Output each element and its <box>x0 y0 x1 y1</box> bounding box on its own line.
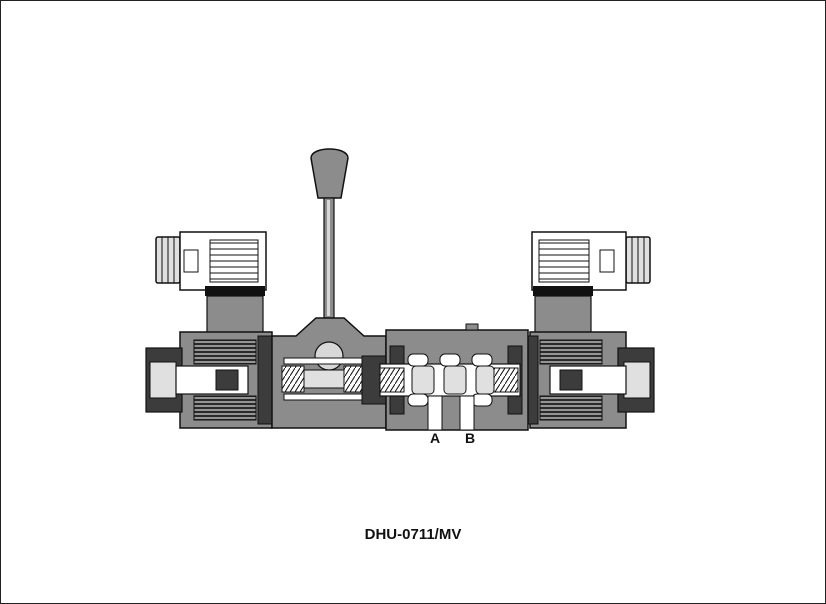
model-caption: DHU-0711/MV <box>364 526 462 543</box>
port-b-label: B <box>465 430 476 446</box>
left-connector-plug <box>155 231 267 335</box>
left-solenoid <box>145 331 281 429</box>
spool <box>379 353 521 407</box>
port-a-label: A <box>430 430 441 446</box>
right-connector-plug <box>531 231 651 335</box>
port-a-passage <box>427 395 443 431</box>
right-solenoid <box>515 331 655 429</box>
manual-lever <box>310 148 349 319</box>
manual-operator-housing <box>271 317 387 429</box>
port-b-passage <box>459 395 475 431</box>
